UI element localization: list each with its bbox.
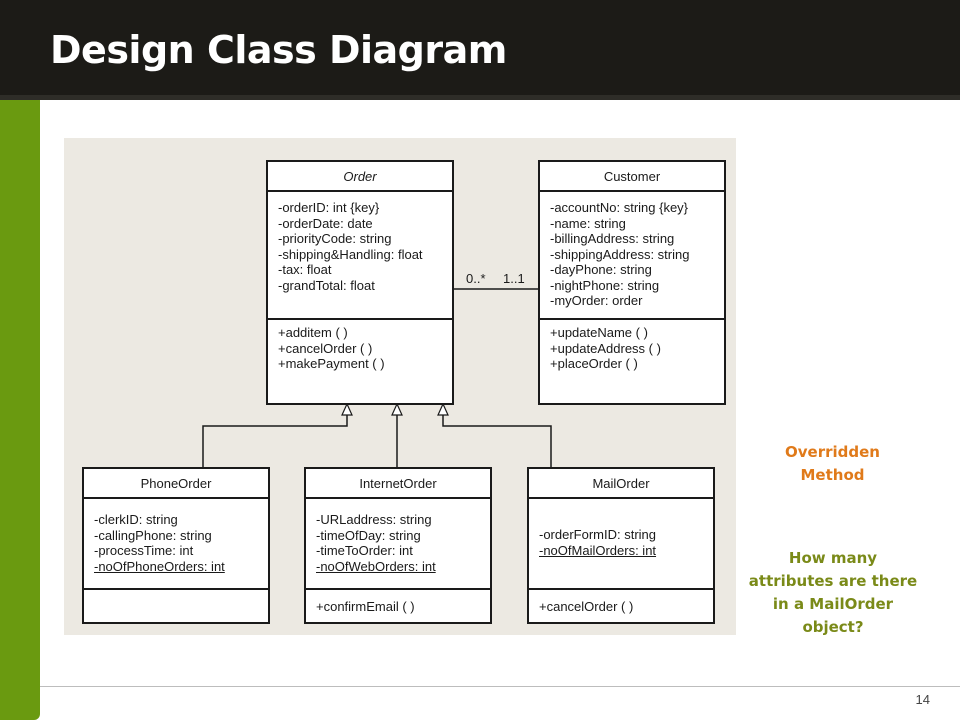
attribute: -accountNo: string {key} — [550, 200, 689, 215]
static-attribute: -noOfWebOrders: int — [316, 558, 436, 574]
class-operations: +updateName ( ) +updateAddress ( ) +plac… — [540, 320, 724, 372]
attribute: -priorityCode: string — [278, 231, 392, 246]
title-divider — [0, 95, 960, 100]
attribute: -orderFormID: string — [539, 527, 657, 542]
title-bar: Design Class Diagram — [0, 0, 960, 95]
operation: +cancelOrder ( ) — [539, 599, 634, 614]
generalization-arrowhead-phoneorder — [341, 402, 353, 416]
class-attributes: -orderID: int {key} -orderDate: date -pr… — [268, 192, 452, 320]
attribute: -myOrder: order — [550, 293, 643, 308]
operation: +additem ( ) — [278, 325, 348, 340]
generalization-phoneorder — [202, 415, 348, 468]
class-operations: +cancelOrder ( ) — [529, 590, 713, 615]
mailorder-class-box: MailOrder -orderFormID: string -noOfMail… — [527, 467, 715, 624]
attribute: -shipping&Handling: float — [278, 246, 423, 262]
attribute: -timeToOrder: int — [316, 543, 413, 558]
operation: +confirmEmail ( ) — [316, 599, 415, 614]
internetorder-class-box: InternetOrder -URLaddress: string -timeO… — [304, 467, 492, 624]
operation: +updateAddress ( ) — [550, 340, 661, 356]
order-multiplicity: 0..* — [466, 271, 486, 286]
page-number: 14 — [915, 692, 930, 707]
operation: +makePayment ( ) — [278, 356, 385, 371]
class-attributes: -orderFormID: string -noOfMailOrders: in… — [529, 499, 713, 590]
overridden-method-note: Overridden Method — [785, 443, 880, 484]
attribute: -clerkID: string — [94, 512, 178, 527]
class-attributes: -clerkID: string -callingPhone: string -… — [84, 499, 268, 590]
class-name: Order — [268, 162, 452, 192]
static-attribute: -noOfPhoneOrders: int — [94, 558, 225, 574]
customer-class-box: Customer -accountNo: string {key} -name:… — [538, 160, 726, 405]
class-name: InternetOrder — [306, 469, 490, 499]
attribute: -name: string — [550, 215, 626, 231]
phoneorder-class-box: PhoneOrder -clerkID: string -callingPhon… — [82, 467, 270, 624]
attribute: -processTime: int — [94, 543, 194, 558]
class-operations: +confirmEmail ( ) — [306, 590, 490, 615]
customer-multiplicity: 1..1 — [503, 271, 525, 286]
generalization-mailorder — [442, 415, 552, 468]
generalization-arrowhead-mailorder — [437, 402, 449, 416]
attribute: -grandTotal: float — [278, 277, 375, 293]
side-accent-band — [0, 100, 40, 720]
class-name: MailOrder — [529, 469, 713, 499]
class-operations — [84, 590, 268, 595]
attribute: -billingAddress: string — [550, 231, 675, 246]
static-attribute: -noOfMailOrders: int — [539, 542, 657, 558]
order-class-box: Order -orderID: int {key} -orderDate: da… — [266, 160, 454, 405]
class-name: PhoneOrder — [84, 469, 268, 499]
attribute: -URLaddress: string — [316, 512, 432, 527]
generalization-arrowhead-internetorder — [391, 402, 403, 416]
attribute: -callingPhone: string — [94, 527, 212, 543]
class-name: Customer — [540, 162, 724, 192]
attribute: -orderDate: date — [278, 215, 373, 231]
attribute: -tax: float — [278, 262, 332, 277]
class-operations: +additem ( ) +cancelOrder ( ) +makePayme… — [268, 320, 452, 372]
attribute: -nightPhone: string — [550, 277, 660, 293]
attribute: -orderID: int {key} — [278, 200, 380, 215]
footer-divider — [40, 686, 960, 687]
class-attributes: -URLaddress: string -timeOfDay: string -… — [306, 499, 490, 590]
attribute: -dayPhone: string — [550, 262, 652, 277]
operation: +updateName ( ) — [550, 325, 648, 340]
operation: +cancelOrder ( ) — [278, 340, 373, 356]
attribute: -shippingAddress: string — [550, 246, 690, 262]
page-title: Design Class Diagram — [50, 28, 507, 72]
attribute-count-question: How many attributes are there in a MailO… — [748, 549, 918, 636]
operation: +placeOrder ( ) — [550, 356, 638, 371]
class-attributes: -accountNo: string {key} -name: string -… — [540, 192, 724, 320]
attribute: -timeOfDay: string — [316, 527, 421, 543]
